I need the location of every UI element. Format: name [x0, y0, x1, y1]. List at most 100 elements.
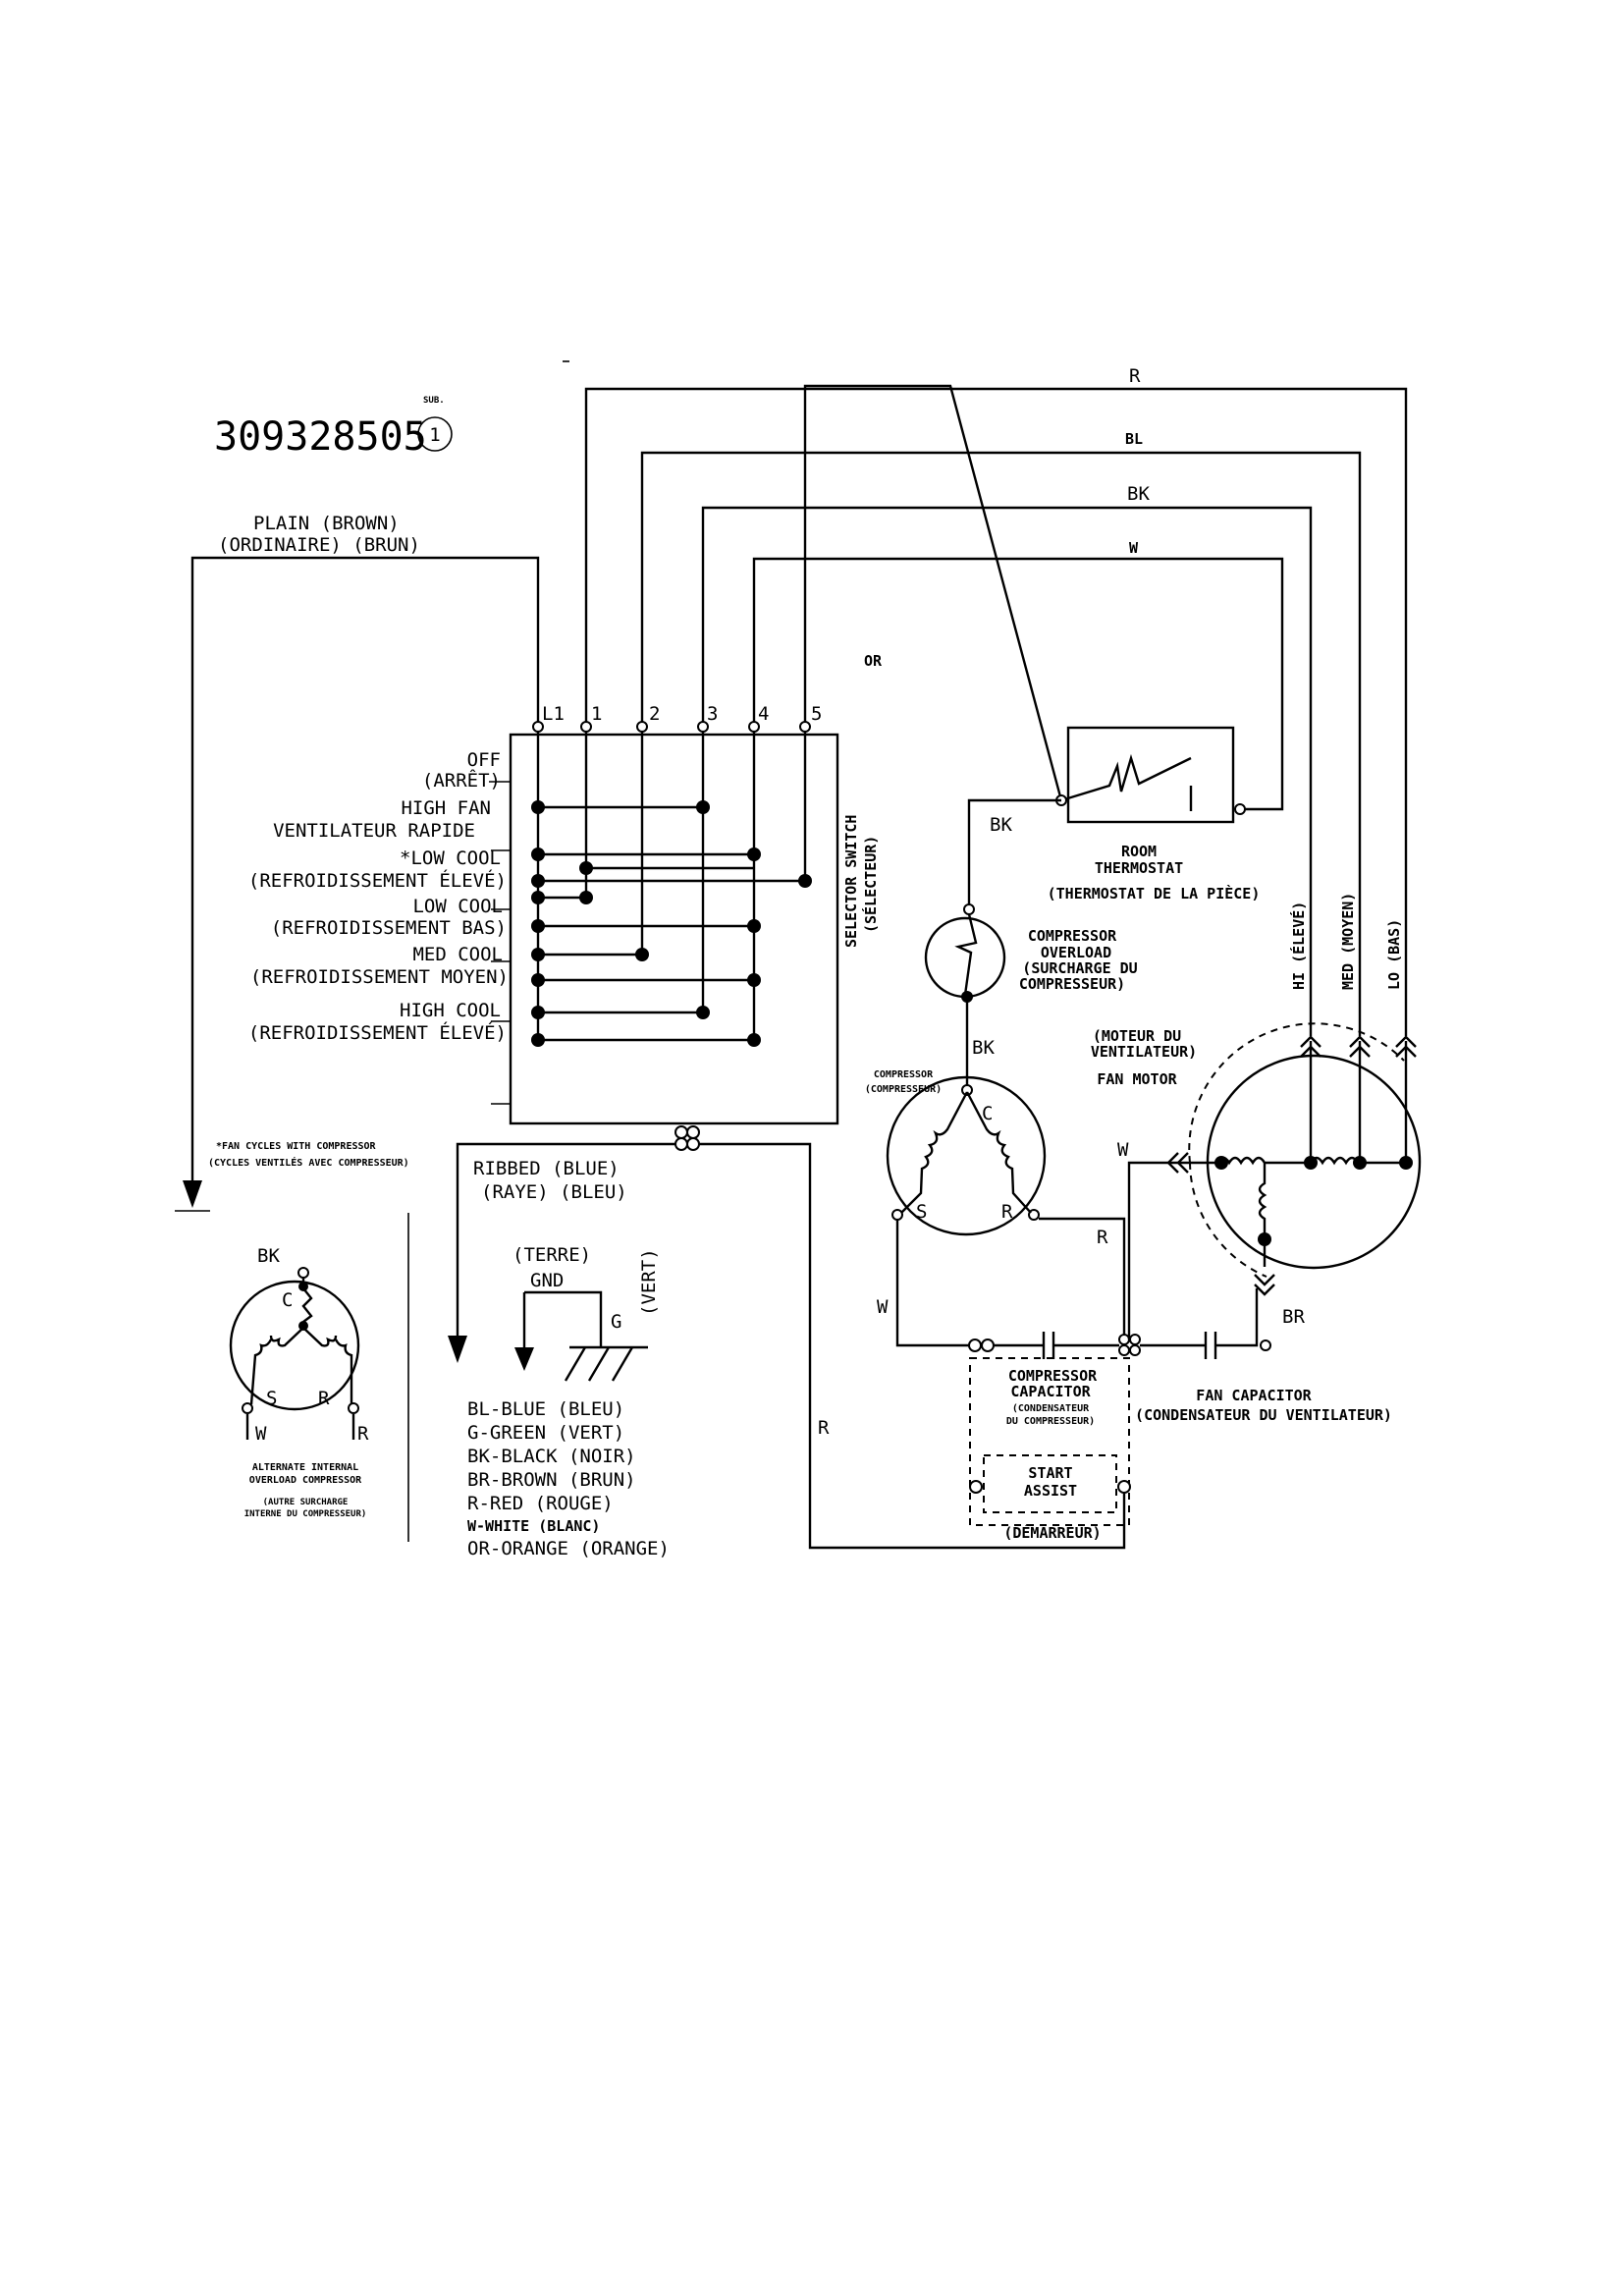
- comp-cap-label-2: CAPACITOR: [1010, 1383, 1091, 1400]
- comp-cap-label-4: DU COMPRESSEUR): [1006, 1416, 1095, 1427]
- position-labels: OFF (ARRÊT) HIGH FAN VENTILATEUR RAPIDE …: [248, 749, 509, 1044]
- alt-s: S: [266, 1388, 277, 1409]
- terminal-l1: L1: [542, 703, 565, 725]
- compressor-circle: [886, 1075, 1047, 1236]
- legend-g: G-GREEN (VERT): [467, 1422, 624, 1444]
- comp-cap-label-3: (CONDENSATEUR: [1012, 1403, 1090, 1414]
- terminal-2: 2: [649, 703, 660, 725]
- ground-gnd: GND: [530, 1270, 564, 1291]
- overload-label-4: COMPRESSEUR): [1019, 975, 1125, 993]
- part-number: 309328505: [214, 414, 427, 460]
- fan-cap-label-1: FAN CAPACITOR: [1196, 1387, 1312, 1404]
- fan-motor-windings: [1166, 1041, 1413, 1267]
- thermostat-label-3: (THERMOSTAT DE LA PIÈCE): [1048, 884, 1261, 902]
- overload-label-2: OVERLOAD: [1041, 944, 1111, 961]
- ribbed-label-2: (RAYE) (BLEU): [481, 1181, 627, 1203]
- wire-red-return: [699, 1142, 1126, 1550]
- wire-white-compressor: [895, 1220, 972, 1347]
- pos-low-cool: LOW COOL: [412, 896, 503, 917]
- label-or: OR: [864, 652, 883, 670]
- alt-caption-4: INTERNE DU COMPRESSEUR): [244, 1509, 367, 1519]
- legend-w: W-WHITE (BLANC): [467, 1517, 600, 1535]
- selector-switch-label: SELECTOR SWITCH: [842, 815, 860, 948]
- ground-terre: (TERRE): [512, 1244, 591, 1266]
- selector-switch-box: [509, 733, 839, 1125]
- start-assist-label-2: ASSIST: [1024, 1482, 1077, 1500]
- pos-high-fan-fr: VENTILATEUR RAPIDE: [273, 820, 475, 842]
- alt-winding-r: [302, 1327, 353, 1404]
- label-comp-w: W: [877, 1296, 889, 1318]
- start-assist-terminal-right: [1117, 1480, 1131, 1494]
- wire-blue-top: [640, 451, 1362, 1036]
- pos-high-cool-fr: (REFROIDISSEMENT ÉLEVÉ): [248, 1021, 507, 1044]
- thermostat-label-2: THERMOSTAT: [1095, 859, 1183, 877]
- compressor-label-2: (COMPRESSEUR): [865, 1084, 942, 1095]
- alt-w: W: [255, 1423, 267, 1445]
- wire-black-top: [701, 506, 1313, 1036]
- compressor-r: R: [1001, 1201, 1013, 1223]
- label-thermo-bk: BK: [990, 814, 1012, 836]
- capacitor-dashed-box: [969, 1357, 1130, 1526]
- wire-red-compressor: [1039, 1217, 1126, 1339]
- overload-element: [954, 913, 978, 996]
- switch-contacts: [531, 800, 812, 1047]
- alt-compressor-circle: [229, 1280, 360, 1411]
- comp-cap-label-1: COMPRESSOR: [1008, 1367, 1098, 1385]
- sub-number: 1: [429, 424, 440, 446]
- capacitor-junction: [1118, 1334, 1141, 1356]
- alt-winding-s: [249, 1327, 304, 1405]
- ribbed-label-1: RIBBED (BLUE): [473, 1158, 620, 1179]
- overload-circle: [924, 916, 1006, 999]
- fan-capacitor: [1140, 1288, 1271, 1359]
- legend-or: OR-ORANGE (ORANGE): [467, 1538, 670, 1559]
- wire-orange: [803, 384, 1063, 801]
- fan-motor-label-3: FAN MOTOR: [1097, 1070, 1177, 1088]
- thermostat-element: [1060, 753, 1192, 802]
- alt-dot-top: [298, 1282, 308, 1291]
- speed-hi: HI (ÉLEVÉ): [1289, 902, 1308, 990]
- label-comp-r: R: [1097, 1227, 1108, 1248]
- fan-motor-dashed-arc-2: [1189, 1162, 1267, 1278]
- alt-bk: BK: [257, 1245, 280, 1267]
- pos-med-cool-fr: (REFROIDISSEMENT MOYEN): [250, 966, 509, 988]
- fan-motor-label-1: (MOTEUR DU: [1093, 1027, 1181, 1045]
- ground-vert: (VERT): [638, 1248, 660, 1316]
- ribbed-connector: [674, 1125, 700, 1151]
- alt-caption-1: ALTERNATE INTERNAL: [252, 1462, 358, 1473]
- alt-terminal-top: [297, 1267, 309, 1279]
- fan-motor-dashed-arc: [1188, 1022, 1405, 1164]
- selector-switch-label-fr: (SÉLECTEUR): [861, 836, 880, 933]
- speed-med: MED (MOYEN): [1339, 893, 1357, 990]
- alt-c: C: [282, 1289, 293, 1311]
- terminal-5: 5: [811, 703, 822, 725]
- ground-g: G: [611, 1311, 621, 1333]
- compressor-winding-r: [965, 1091, 1032, 1214]
- compressor-s: S: [916, 1201, 927, 1223]
- speed-lo: LO (BAS): [1385, 919, 1403, 990]
- label-fan-w: W: [1117, 1139, 1129, 1161]
- fan-motor-connectors: [1166, 1035, 1417, 1296]
- pos-high-cool: HIGH COOL: [400, 1000, 501, 1021]
- wire-ribbed-blue: [456, 1142, 675, 1338]
- compressor-label-1: COMPRESSOR: [874, 1069, 934, 1080]
- alt-terminal-r: [348, 1402, 359, 1414]
- start-assist-box: [983, 1454, 1117, 1513]
- label-return-r: R: [818, 1417, 830, 1439]
- fan-cap-label-2: (CONDENSATEUR DU VENTILATEUR): [1135, 1406, 1392, 1424]
- alt-caption-3: (AUTRE SURCHARGE: [263, 1498, 349, 1507]
- pos-high-fan: HIGH FAN: [401, 797, 491, 819]
- plain-label-2: (ORDINAIRE) (BRUN): [218, 534, 420, 556]
- overload-label-3: (SURCHARGE DU: [1022, 959, 1137, 977]
- color-legend: BL-BLUE (BLEU) G-GREEN (VERT) BK-BLACK (…: [467, 1398, 670, 1559]
- thermostat-terminal-right: [1234, 803, 1246, 815]
- overload-terminal-top: [963, 903, 975, 915]
- pos-low-cool-star: *LOW COOL: [400, 847, 501, 869]
- start-assist-terminal-left: [969, 1480, 983, 1494]
- pos-low-cool-star-fr: (REFROIDISSEMENT ÉLEVÉ): [248, 869, 507, 892]
- ground-symbol: [564, 1345, 648, 1382]
- alt-dot-center: [298, 1321, 308, 1331]
- pos-low-cool-fr: (REFROIDISSEMENT BAS): [271, 917, 507, 939]
- position-ticks: [489, 781, 511, 1105]
- overload-label-1: COMPRESSOR: [1028, 927, 1117, 945]
